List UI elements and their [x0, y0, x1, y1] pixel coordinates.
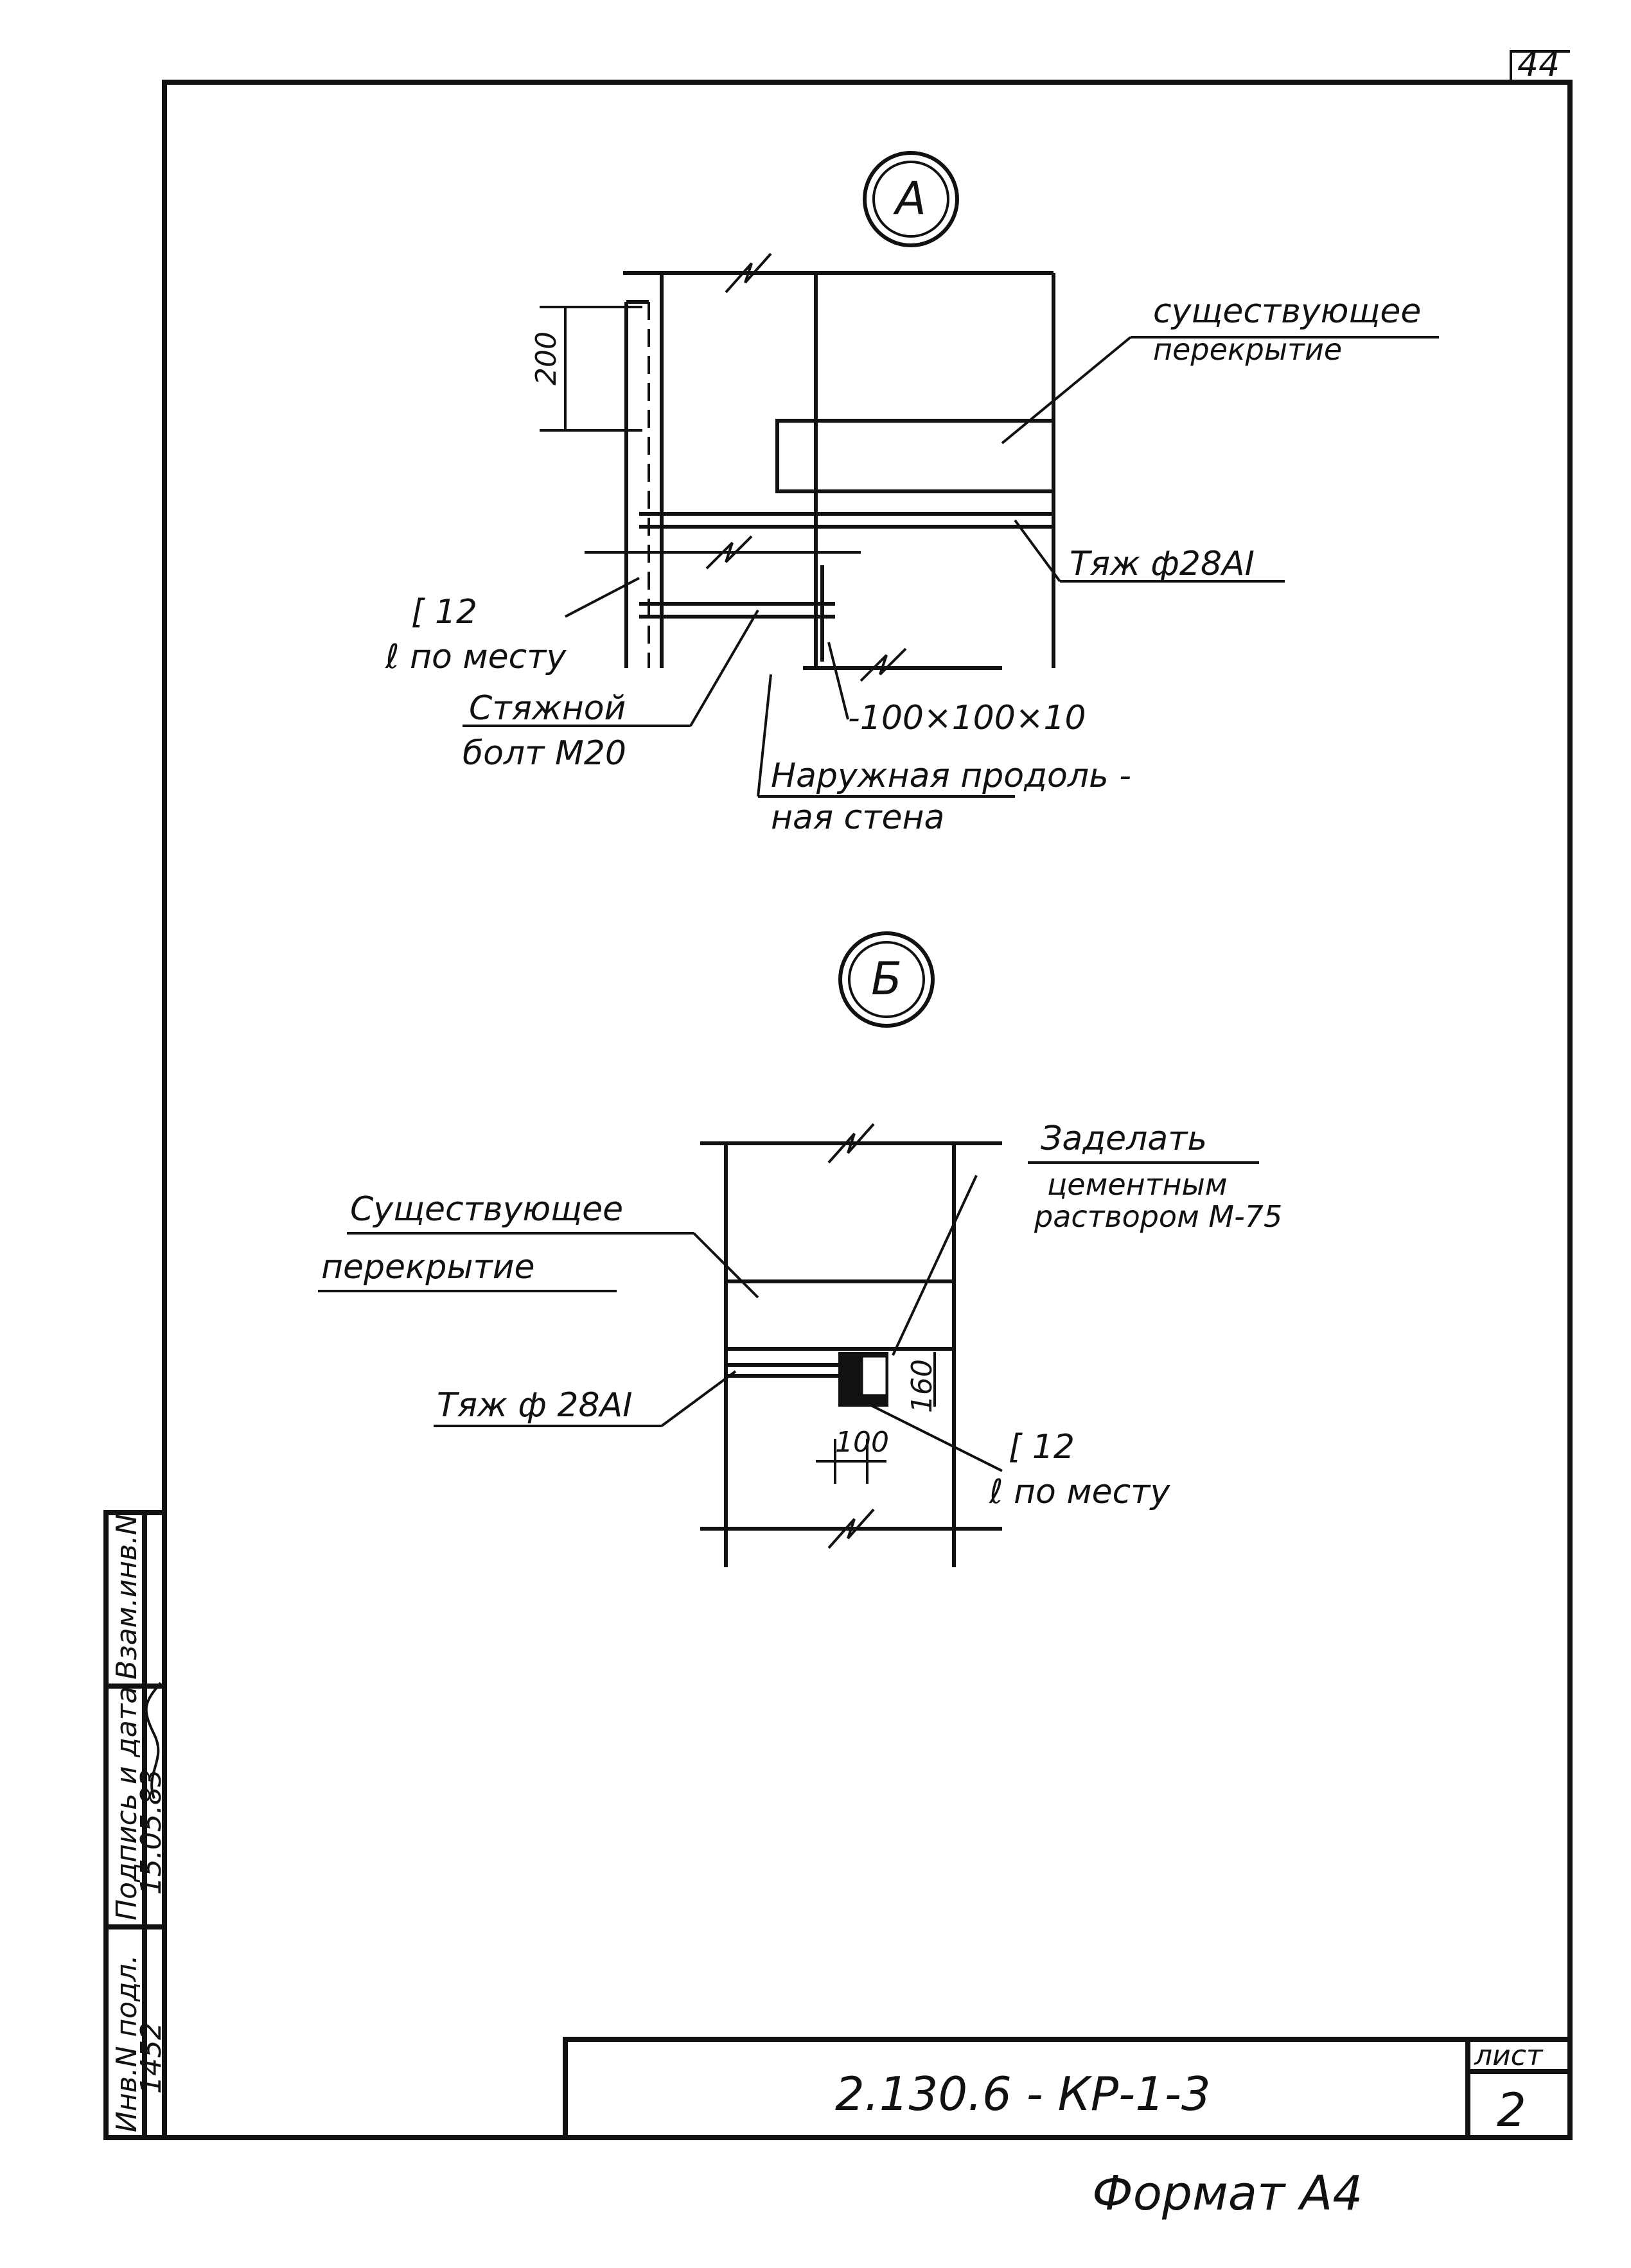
a-leader-plate [827, 642, 849, 720]
b-label-floor-2: перекрытие [321, 1248, 535, 1287]
b-label-floor-1: Существующее [350, 1190, 623, 1229]
b-break-symbol-bottom [827, 1508, 875, 1549]
b-break-symbol-top [827, 1123, 875, 1164]
node-b-marker-outer [838, 931, 935, 1028]
signature-mark [145, 1682, 162, 1799]
a-break-symbol-bottom [860, 647, 907, 682]
node-a-marker-outer [863, 151, 959, 247]
b-dim-160: 160 [906, 1359, 939, 1413]
a-dim-200: 200 [530, 331, 563, 385]
a-leader-floor [1001, 336, 1132, 444]
a-label-channel-len: ℓ по месту [385, 638, 567, 676]
a-label-tie-rod: Тяж ф28АI [1070, 545, 1255, 583]
a-label-channel: [ 12 [411, 593, 477, 631]
a-label-bolt-2: болт М20 [463, 734, 626, 773]
b-label-grout-2: цементным [1047, 1167, 1228, 1202]
a-leader-bolt [689, 609, 759, 727]
document-code: 2.130.6 - КР-1-3 [835, 2067, 1211, 2121]
a-label-plate: -100×100×10 [848, 699, 1086, 737]
side-stamp-replace: Взам.инв.N [110, 1514, 143, 1680]
b-leader-floor [692, 1232, 759, 1299]
b-dim-100: 100 [835, 1426, 889, 1459]
node-a-marker-inner [872, 161, 949, 238]
a-leader-channel [565, 577, 640, 618]
a-slab [775, 419, 1055, 493]
a-break-symbol-top [725, 252, 772, 294]
node-b-marker: Б [871, 953, 902, 1005]
b-label-grout-1: Заделать [1041, 1120, 1207, 1158]
side-stamp-sign: Подпись и дата [110, 1687, 143, 1921]
node-b-marker-inner [848, 941, 925, 1018]
node-b: Б 160 100 Существующее перекрытие Задела… [318, 931, 1282, 1567]
side-stamp-outer [103, 1510, 167, 2140]
a-label-bolt-1: Стяжной [469, 689, 626, 728]
sheet-number: 2 [1497, 2083, 1526, 2137]
sheet-label: лист [1474, 2039, 1544, 2072]
a-label-floor-2: перекрытие [1153, 332, 1342, 367]
a-break-symbol-mid [705, 535, 753, 570]
format-label: Формат А4 [1092, 2166, 1362, 2221]
side-stamp: Инв.N подл. Подпись и дата Взам.инв.N 14… [103, 1510, 168, 2140]
b-label-channel: [ 12 [1009, 1428, 1075, 1466]
side-stamp-inv: Инв.N подл. [110, 1955, 143, 2132]
b-grout [861, 1355, 888, 1396]
a-leader-rod [1014, 519, 1061, 583]
side-stamp-inv-value: 1452 [135, 2022, 168, 2094]
page-corner-mark [1510, 50, 1570, 82]
a-label-wall-2: ная стена [771, 798, 944, 837]
a-leader-wall [757, 674, 772, 797]
page-number: 44 [1517, 46, 1560, 84]
b-label-tie-rod: Тяж ф 28АI [437, 1386, 632, 1425]
title-block-frame [563, 2037, 1573, 2140]
b-leader-channel [860, 1399, 1003, 1472]
sheet-frame [162, 80, 1573, 2140]
a-label-wall-1: Наружная продоль - [771, 757, 1131, 795]
b-slab [724, 1279, 956, 1351]
node-a-marker: А [893, 172, 926, 225]
node-a: А 200 [385, 151, 1439, 837]
a-label-floor-1: существующее [1153, 292, 1421, 331]
title-block: 2.130.6 - КР-1-3 лист 2 [563, 2037, 1573, 2140]
b-label-grout-3: раствором М-75 [1034, 1199, 1282, 1234]
b-leader-rod [660, 1370, 737, 1427]
b-leader-grout [892, 1175, 978, 1356]
b-label-channel-len: ℓ по месту [989, 1473, 1170, 1511]
